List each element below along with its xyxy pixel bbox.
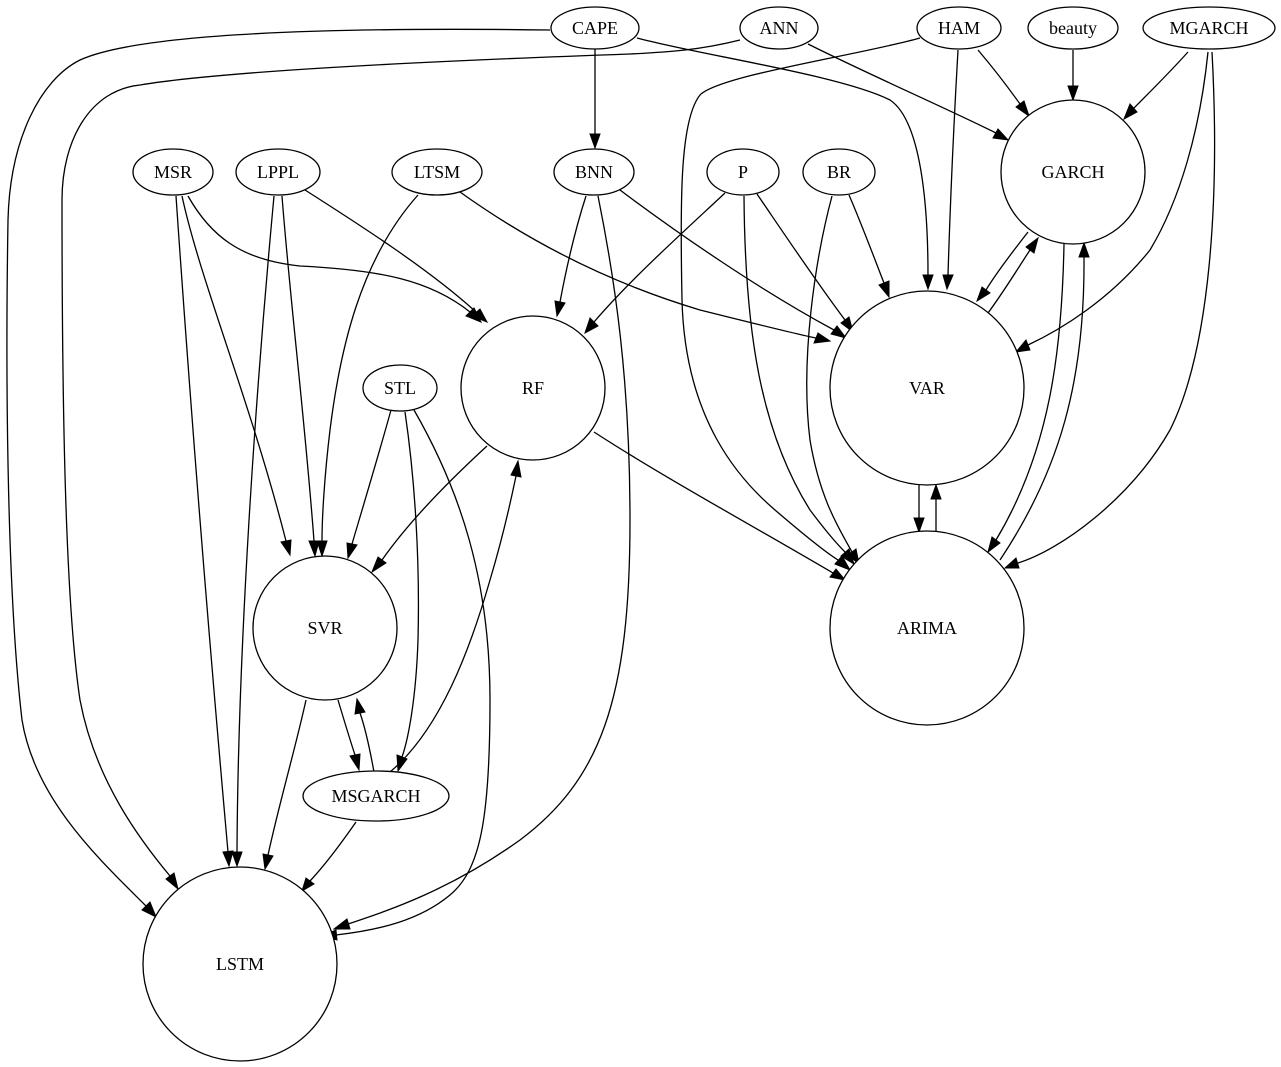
edge-rf-svr <box>370 445 488 574</box>
node-arima: ARIMA <box>829 530 1025 726</box>
node-rf: RF <box>460 315 606 461</box>
edge-br-arima <box>806 195 860 566</box>
edge-msgarch-lstm <box>301 821 357 893</box>
node-label-arima: ARIMA <box>897 618 957 638</box>
edge-ann-lstm <box>61 39 741 891</box>
node-label-stl: STL <box>384 378 416 398</box>
node-mgarch: MGARCH <box>1142 6 1276 50</box>
node-beauty: beauty <box>1027 6 1119 50</box>
edge-msr-rf <box>187 195 483 323</box>
node-label-mgarch: MGARCH <box>1169 18 1248 38</box>
edge-var-arima <box>913 484 925 534</box>
node-bnn: BNN <box>553 148 635 196</box>
edge-ham-arima <box>680 37 921 571</box>
edge-mgarch-var <box>1014 51 1209 353</box>
edge-ltsm-var <box>459 191 832 344</box>
edge-svr-lstm <box>262 699 307 871</box>
node-label-var: VAR <box>909 378 945 398</box>
node-label-p: P <box>738 162 748 182</box>
node-label-msr: MSR <box>154 162 192 182</box>
edge-bnn-var <box>619 189 848 339</box>
edges <box>6 28 1216 941</box>
node-label-msgarch: MSGARCH <box>331 786 420 806</box>
node-lstm: LSTM <box>142 866 338 1062</box>
node-label-ann: ANN <box>760 18 799 38</box>
edge-lppl-lstm <box>231 195 275 868</box>
edge-ann-garch <box>807 43 1010 141</box>
edge-stl-msgarch <box>396 411 420 773</box>
node-br: BR <box>802 148 876 196</box>
node-label-ltsm: LTSM <box>414 162 460 182</box>
edge-msr-svr <box>181 195 292 557</box>
node-ltsm: LTSM <box>391 148 483 196</box>
node-msr: MSR <box>132 148 214 196</box>
node-label-rf: RF <box>522 378 544 398</box>
edge-stl-svr <box>346 409 392 560</box>
edge-mgarch-garch <box>1123 51 1189 121</box>
node-label-br: BR <box>827 162 851 182</box>
edge-cape-var <box>636 37 934 291</box>
edge-cape-bnn <box>589 48 601 150</box>
node-label-beauty: beauty <box>1049 18 1097 38</box>
node-svr: SVR <box>252 555 398 701</box>
edge-arima-var <box>930 483 942 532</box>
node-cape: CAPE <box>550 6 640 50</box>
edge-p-rf <box>584 192 726 335</box>
edge-lppl-rf <box>304 189 489 323</box>
nodes: CAPE ANN HAM beauty MGARCH MSR LPPL LTS <box>132 6 1276 1062</box>
edge-beauty-garch <box>1067 50 1079 102</box>
node-garch: GARCH <box>1000 99 1146 245</box>
edge-cape-lstm <box>6 28 551 919</box>
node-label-lstm: LSTM <box>216 954 264 974</box>
node-label-bnn: BNN <box>575 162 613 182</box>
node-lppl: LPPL <box>235 148 321 196</box>
edge-svr-msgarch <box>337 699 361 772</box>
edge-ham-garch <box>977 49 1030 118</box>
edge-msgarch-svr <box>354 697 375 773</box>
edge-br-var <box>848 194 890 299</box>
edge-ltsm-svr <box>316 194 419 558</box>
node-ham: HAM <box>916 6 1002 50</box>
edge-bnn-lstm <box>332 195 631 930</box>
edge-rf-arima <box>593 431 847 581</box>
node-label-ham: HAM <box>938 18 980 38</box>
edge-p-var <box>756 193 854 334</box>
node-label-garch: GARCH <box>1041 162 1104 182</box>
edge-var-garch <box>987 236 1039 314</box>
node-stl: STL <box>362 364 438 412</box>
edge-garch-arima <box>987 243 1065 554</box>
node-var: VAR <box>829 290 1025 486</box>
node-label-svr: SVR <box>307 618 342 638</box>
node-label-lppl: LPPL <box>257 162 299 182</box>
edge-ham-var <box>942 49 959 291</box>
node-label-cape: CAPE <box>572 18 618 38</box>
node-msgarch: MSGARCH <box>302 770 450 822</box>
edge-msr-lstm <box>175 195 234 868</box>
edge-msgarch-rf <box>389 459 522 773</box>
edge-mgarch-arima <box>1003 51 1216 569</box>
edge-garch-var <box>976 231 1029 303</box>
edge-arima-garch <box>999 241 1090 561</box>
node-p: P <box>706 148 780 196</box>
node-ann: ANN <box>739 6 819 50</box>
edge-bnn-rf <box>554 195 587 318</box>
edge-lppl-svr <box>281 195 320 558</box>
